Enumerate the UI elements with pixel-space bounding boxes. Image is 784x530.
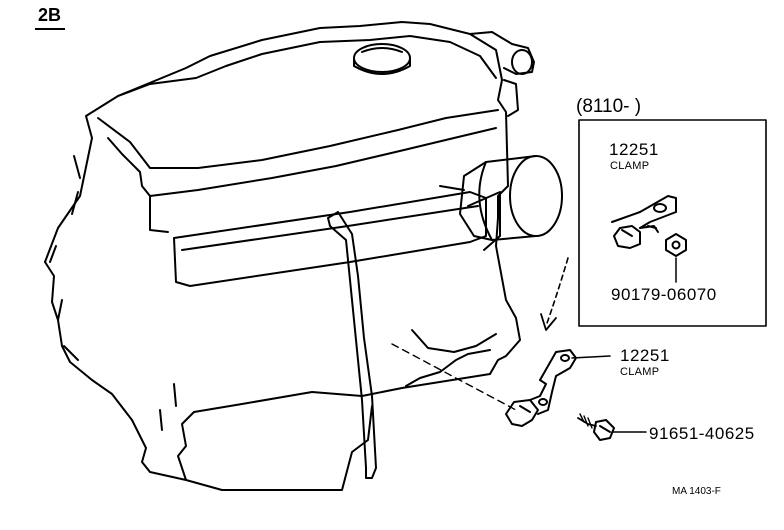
oil-filler-cap-drawing — [353, 43, 411, 75]
install-direction-arrow — [540, 257, 569, 331]
inset-clamp-drawing — [611, 195, 677, 249]
inset-nut-part-number: 90179-06070 — [611, 285, 717, 304]
section-tag-underline — [35, 28, 65, 30]
bolt-drawing — [577, 413, 647, 441]
dipstick-tube-drawing — [327, 211, 377, 479]
bolt-part-number: 91651-40625 — [649, 424, 755, 443]
water-outlet-drawing — [469, 31, 535, 117]
main-clamp-name: CLAMP — [620, 366, 660, 378]
main-clamp-drawing — [505, 349, 611, 427]
engine-block-drawing — [44, 21, 521, 491]
serial-range-label: (8110- ) — [576, 96, 642, 117]
inset-nut-drawing — [665, 233, 687, 283]
inset-clamp-name: CLAMP — [610, 160, 650, 172]
connection-dashed-line — [391, 343, 517, 411]
diagram-code: MA 1403-F — [672, 486, 721, 497]
cylinder-unit-drawing — [439, 155, 563, 241]
inset-frame — [578, 119, 767, 327]
section-tag: 2B — [38, 5, 62, 25]
inset-clamp-part-number: 12251 — [609, 140, 659, 159]
main-clamp-part-number: 12251 — [620, 346, 670, 365]
